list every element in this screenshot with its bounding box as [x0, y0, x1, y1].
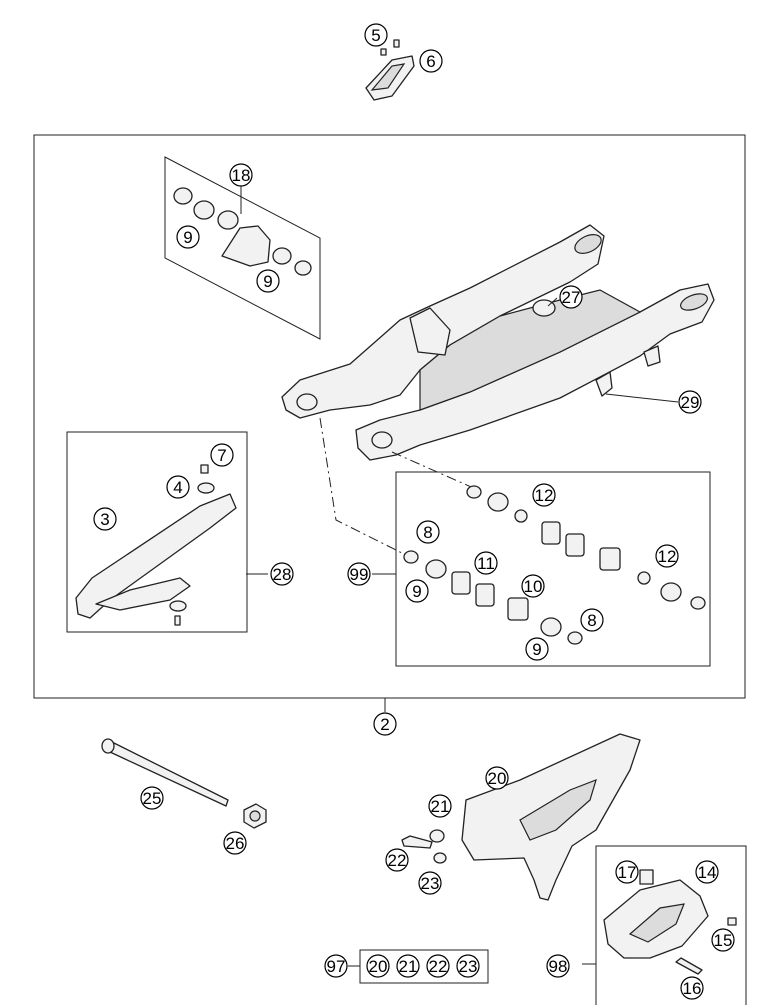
part-callouts: 5 6 18 9 9 27 29 7 4 3 28 8 12 99 11 9 1… [93, 23, 735, 1000]
callout-22: 22 [385, 848, 409, 872]
svg-text:21: 21 [431, 797, 450, 816]
svg-text:17: 17 [618, 863, 637, 882]
svg-text:14: 14 [698, 863, 717, 882]
svg-text:10: 10 [524, 577, 543, 596]
svg-text:20: 20 [369, 957, 388, 976]
callout-26: 26 [223, 831, 247, 855]
svg-text:12: 12 [658, 547, 677, 566]
callout-9b: 9 [256, 269, 280, 293]
axle-nut-part [243, 803, 267, 829]
callout-9d: 9 [525, 637, 549, 661]
svg-text:5: 5 [371, 26, 380, 45]
callout-11: 11 [474, 551, 498, 575]
callout-98: 98 [546, 954, 570, 978]
callout-8b: 8 [580, 608, 604, 632]
svg-text:9: 9 [532, 640, 541, 659]
svg-text:21: 21 [399, 957, 418, 976]
swingarm-body [281, 224, 715, 461]
svg-text:22: 22 [429, 957, 448, 976]
svg-text:98: 98 [549, 957, 568, 976]
chain-slider-part [365, 39, 415, 101]
svg-text:6: 6 [426, 52, 435, 71]
svg-text:3: 3 [100, 510, 109, 529]
bracket-kit-parts [603, 869, 737, 975]
svg-text:2: 2 [380, 715, 389, 734]
pivot-bearing-parts [173, 187, 312, 276]
svg-text:9: 9 [183, 228, 192, 247]
swingarm-axle-part [101, 738, 229, 807]
callout-15: 15 [711, 928, 735, 952]
callout-29: 29 [678, 390, 702, 414]
callout-27: 27 [559, 285, 583, 309]
callout-97: 97 [324, 954, 348, 978]
callout-7: 7 [210, 443, 234, 467]
svg-text:97: 97 [327, 957, 346, 976]
svg-text:9: 9 [263, 272, 272, 291]
svg-text:22: 22 [388, 851, 407, 870]
callout-10: 10 [521, 574, 545, 598]
swingarm-assembly-frame [33, 134, 746, 699]
bearing-kit-parts [403, 485, 706, 645]
callout-2: 2 [373, 712, 397, 736]
kit-callout-21: 21 [396, 954, 420, 978]
kit-callout-23: 23 [456, 954, 480, 978]
svg-text:29: 29 [681, 393, 700, 412]
fastener-parts-21-23 [401, 829, 447, 864]
svg-text:27: 27 [562, 288, 581, 307]
svg-text:12: 12 [535, 486, 554, 505]
callout-5: 5 [364, 23, 388, 47]
callout-20: 20 [485, 766, 509, 790]
svg-text:23: 23 [459, 957, 478, 976]
svg-text:20: 20 [488, 769, 507, 788]
svg-text:99: 99 [350, 565, 369, 584]
leader-lines [240, 186, 679, 984]
svg-text:23: 23 [421, 874, 440, 893]
callout-17: 17 [615, 860, 639, 884]
callout-12b: 12 [655, 544, 679, 568]
callout-12a: 12 [532, 483, 556, 507]
chain-guard-part [461, 733, 641, 901]
callout-3: 3 [93, 507, 117, 531]
callout-6: 6 [419, 49, 443, 73]
svg-text:28: 28 [273, 565, 292, 584]
svg-text:8: 8 [423, 523, 432, 542]
kit-callout-20: 20 [366, 954, 390, 978]
svg-text:16: 16 [683, 979, 702, 998]
svg-text:25: 25 [143, 789, 162, 808]
callout-9a: 9 [176, 225, 200, 249]
callout-21: 21 [428, 794, 452, 818]
callout-25: 25 [140, 786, 164, 810]
callout-18: 18 [229, 163, 253, 187]
screw-part-5 [380, 48, 387, 56]
svg-text:8: 8 [587, 611, 596, 630]
callout-28: 28 [270, 562, 294, 586]
svg-text:18: 18 [232, 166, 251, 185]
callout-14: 14 [695, 860, 719, 884]
svg-text:11: 11 [477, 554, 495, 573]
bearing-kit-group-box [395, 471, 711, 667]
svg-text:15: 15 [714, 931, 733, 950]
chain-guide-parts [75, 464, 237, 626]
bracket-kit-group-box [595, 845, 747, 1005]
callout-23: 23 [418, 871, 442, 895]
chain-guide-group-box [66, 431, 248, 633]
pivot-bearing-group-box [164, 156, 321, 340]
callout-8a: 8 [416, 520, 440, 544]
svg-text:7: 7 [217, 446, 226, 465]
callout-9c: 9 [405, 579, 429, 603]
svg-text:4: 4 [173, 478, 182, 497]
svg-text:26: 26 [226, 834, 245, 853]
kit-callout-22: 22 [426, 954, 450, 978]
callout-99: 99 [347, 562, 371, 586]
svg-text:9: 9 [412, 582, 421, 601]
callout-4: 4 [166, 475, 190, 499]
callout-16: 16 [680, 976, 704, 1000]
